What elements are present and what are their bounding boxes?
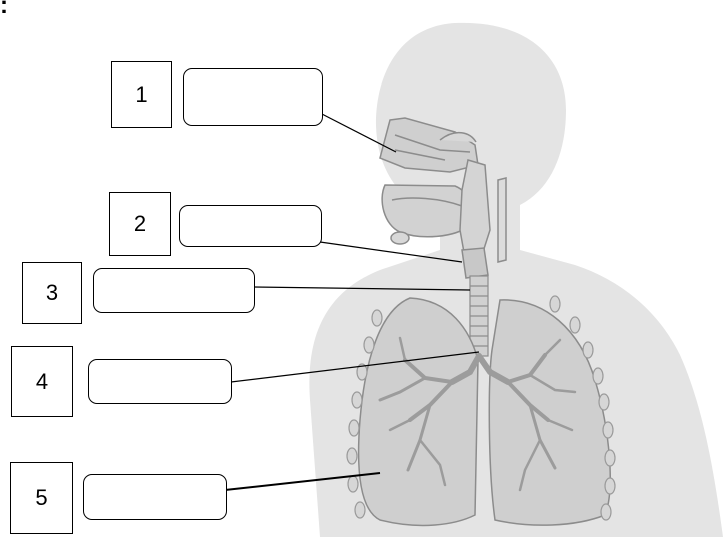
partial-heading: : <box>0 0 8 20</box>
answer-box-5[interactable] <box>83 474 227 520</box>
answer-box-1[interactable] <box>183 68 323 126</box>
label-number-1: 1 <box>111 61 172 128</box>
answer-box-3[interactable] <box>93 268 255 313</box>
label-number-4: 4 <box>11 346 73 417</box>
label-number-5: 5 <box>10 462 73 534</box>
answer-box-4[interactable] <box>88 359 232 404</box>
answer-box-2[interactable] <box>179 205 322 247</box>
label-number-2: 2 <box>109 192 171 256</box>
larynx <box>462 248 488 278</box>
label-number-3: 3 <box>22 262 82 324</box>
